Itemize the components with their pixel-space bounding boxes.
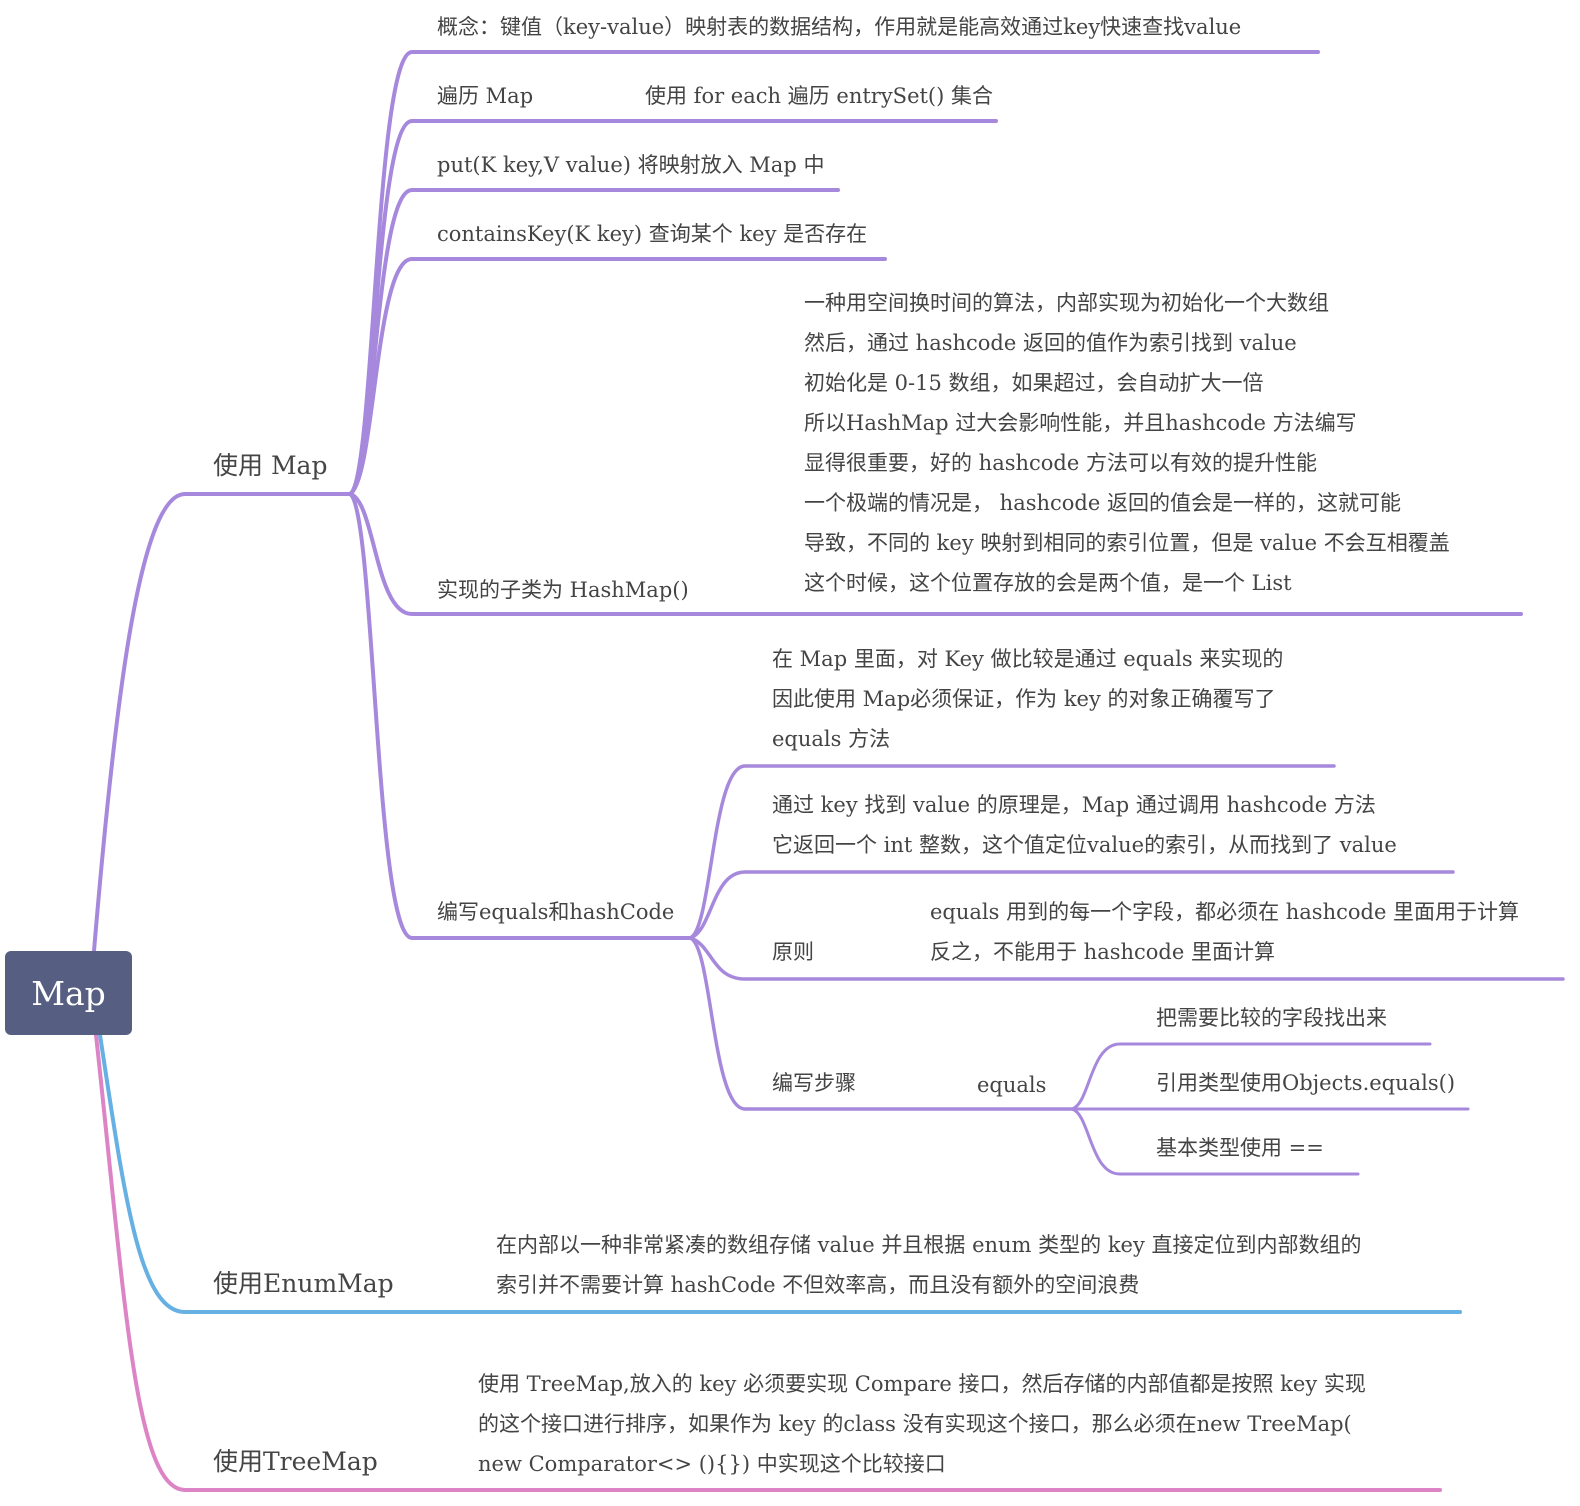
node-use-treemap[interactable]: 使用TreeMap (213, 1447, 378, 1476)
node-use-enummap[interactable]: 使用EnumMap (213, 1269, 394, 1298)
note-line: equals 方法 (772, 727, 891, 751)
principle-detail-line: 反之，不能用于 hashcode 里面计算 (930, 940, 1275, 964)
enummap-detail: 在内部以一种非常紧凑的数组存储 value 并且根据 enum 类型的 key … (496, 1225, 1362, 1305)
hashmap-detail-line: 一种用空间换时间的算法，内部实现为初始化一个大数组 (804, 291, 1329, 315)
edge-root-use-treemap (94, 1033, 1442, 1492)
note-line: 它返回一个 int 整数，这个值定位value的索引，从而找到了 value (772, 833, 1397, 857)
note-line: 在 Map 里面，对 Key 做比较是通过 equals 来实现的 (772, 647, 1284, 671)
node-hashmap[interactable]: 实现的子类为 HashMap() (437, 578, 689, 602)
node-put[interactable]: put(K key,V value) 将映射放入 Map 中 (437, 153, 825, 177)
edge-steps (688, 936, 1074, 1111)
hashmap-detail-line: 初始化是 0-15 数组，如果超过，会自动扩大一倍 (804, 371, 1264, 395)
node-principle[interactable]: 原则 (772, 940, 814, 964)
edge-principle (688, 936, 1565, 981)
node-iterate-detail: 使用 for each 遍历 entrySet() 集合 (645, 84, 993, 108)
edge-eq-item-3 (1070, 1107, 1360, 1176)
edge-eq-item-1 (1070, 1042, 1432, 1111)
node-concept[interactable]: 概念：键值（key-value）映射表的数据结构，作用就是能高效通过key快速查… (437, 15, 1242, 39)
node-step-find-fields[interactable]: 把需要比较的字段找出来 (1156, 1006, 1387, 1030)
note-line: 通过 key 找到 value 的原理是，Map 通过调用 hashcode 方… (772, 793, 1376, 817)
root-node[interactable]: Map (5, 951, 132, 1035)
treemap-detail: 使用 TreeMap,放入的 key 必须要实现 Compare 接口，然后存储… (478, 1364, 1366, 1484)
edge-hashmap (348, 492, 1523, 616)
treemap-detail-line: new Comparator<> (){}) 中实现这个比较接口 (478, 1452, 946, 1476)
principle-detail: equals 用到的每一个字段，都必须在 hashcode 里面用于计算 反之，… (930, 892, 1519, 972)
node-iterate[interactable]: 遍历 Map (437, 84, 534, 108)
enummap-detail-line: 在内部以一种非常紧凑的数组存储 value 并且根据 enum 类型的 key … (496, 1233, 1362, 1257)
node-equals[interactable]: equals (977, 1073, 1047, 1097)
note-line: 因此使用 Map必须保证，作为 key 的对象正确覆写了 (772, 687, 1276, 711)
enummap-detail-line: 索引并不需要计算 hashCode 不但效率高，而且没有额外的空间浪费 (496, 1273, 1140, 1297)
node-key-equals-note[interactable]: 在 Map 里面，对 Key 做比较是通过 equals 来实现的 因此使用 M… (772, 639, 1283, 759)
principle-detail-line: equals 用到的每一个字段，都必须在 hashcode 里面用于计算 (930, 900, 1520, 924)
hashmap-detail-line: 这个时候，这个位置存放的会是两个值，是一个 List (804, 571, 1292, 595)
edge-root-use-map (92, 492, 352, 953)
edge-contains (348, 257, 887, 496)
node-step-objects-equals[interactable]: 引用类型使用Objects.equals() (1156, 1071, 1456, 1095)
node-contains[interactable]: containsKey(K key) 查询某个 key 是否存在 (437, 222, 868, 246)
edge-note2 (688, 870, 1455, 940)
hashmap-detail-line: 导致，不同的 key 映射到相同的索引位置，但是 value 不会互相覆盖 (804, 531, 1450, 555)
hashmap-detail-line: 显得很重要，好的 hashcode 方法可以有效的提升性能 (804, 451, 1317, 475)
edge-note1 (688, 764, 1336, 940)
node-step-primitive-eq[interactable]: 基本类型使用 == (1156, 1136, 1324, 1160)
edge-root-use-enummap (98, 1033, 1462, 1314)
root-label: Map (31, 973, 106, 1013)
hashmap-detail-line: 然后，通过 hashcode 返回的值作为索引找到 value (804, 331, 1297, 355)
edge-equals-hash (348, 492, 692, 940)
hashmap-detail: 一种用空间换时间的算法，内部实现为初始化一个大数组 然后，通过 hashcode… (804, 283, 1450, 603)
node-steps[interactable]: 编写步骤 (772, 1071, 856, 1095)
hashmap-detail-line: 所以HashMap 过大会影响性能，并且hashcode 方法编写 (804, 411, 1357, 435)
node-equals-hashcode[interactable]: 编写equals和hashCode (437, 900, 675, 924)
node-hashcode-principle-note[interactable]: 通过 key 找到 value 的原理是，Map 通过调用 hashcode 方… (772, 785, 1397, 865)
treemap-detail-line: 使用 TreeMap,放入的 key 必须要实现 Compare 接口，然后存储… (478, 1372, 1366, 1396)
treemap-detail-line: 的这个接口进行排序，如果作为 key 的class 没有实现这个接口，那么必须在… (478, 1412, 1352, 1436)
node-use-map[interactable]: 使用 Map (213, 451, 328, 480)
hashmap-detail-line: 一个极端的情况是， hashcode 返回的值会是一样的，这就可能 (804, 491, 1401, 515)
